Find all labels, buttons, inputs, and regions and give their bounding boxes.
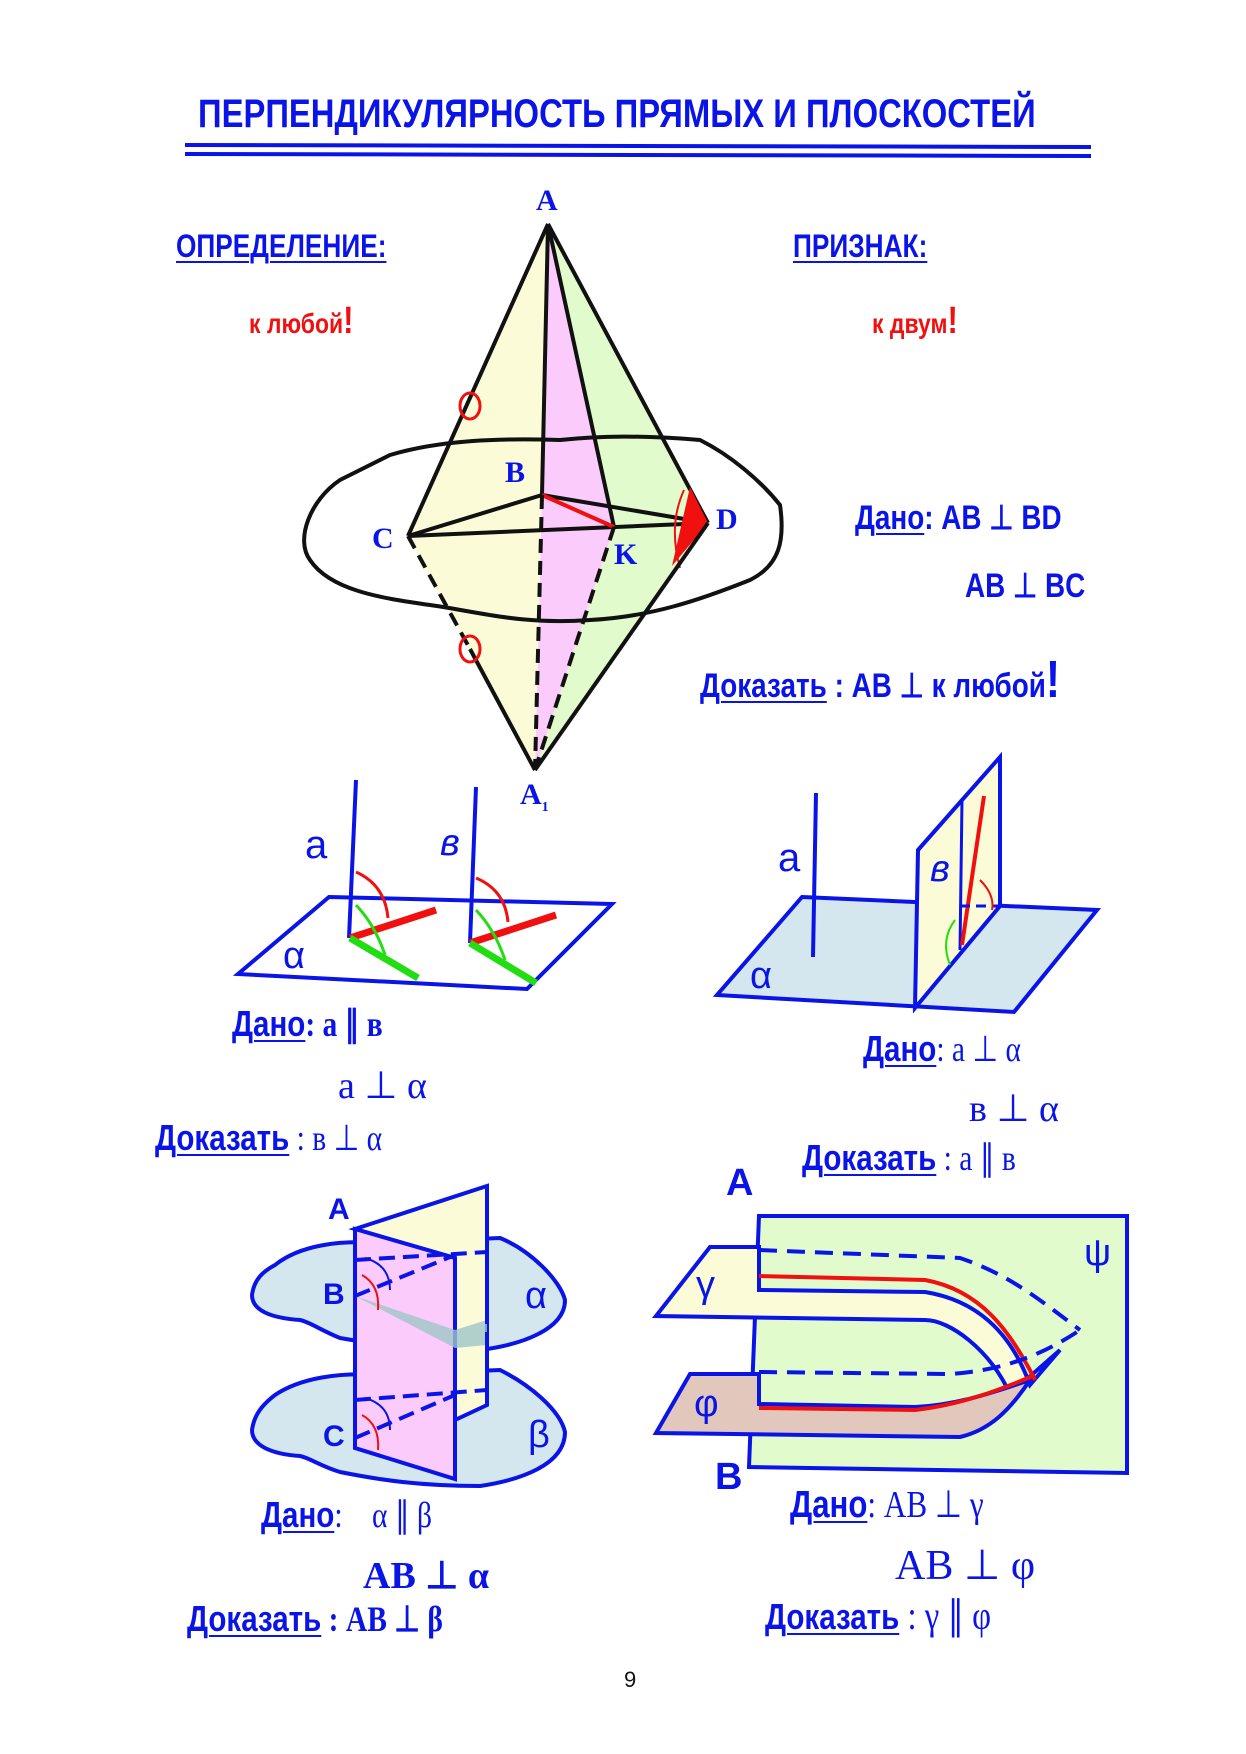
point-label-d: D [716,503,738,536]
plane-label-phi: φ [694,1383,719,1425]
point-label-b: B [715,1456,743,1498]
plane-label-alpha: α [283,935,305,977]
theorem1-prove: Доказать : AB ⊥ к любой! [700,650,1060,710]
point-label-a1: A1 [520,778,549,816]
given-text: : α ∥ β [334,1495,433,1535]
exclamation: ! [1045,651,1061,709]
theorem1-given-1: Дано: AB ⊥ BD [855,498,1062,538]
prove-label: Доказать [155,1117,290,1158]
theorem2-prove: Доказать : в ⊥ α [155,1117,382,1159]
given-text: : AB ⊥ γ [867,1484,984,1526]
criterion-heading: ПРИЗНАК: [793,228,928,264]
plane-label-gamma: γ [696,1264,715,1306]
two-planes-perpendicular-line-figure [651,1214,1129,1476]
page-number: 9 [624,1667,637,1692]
theorem4-given-2: AB ⊥ α [363,1555,490,1597]
given-label: Дано [261,1494,335,1535]
prove-text: : a ∥ в [936,1138,1016,1178]
given-text: : a ∥ в [305,1004,383,1044]
given-label: Дано [790,1484,868,1526]
theorem3-given-1: Дано: a ⊥ α [863,1028,1021,1070]
page-title: ПЕРПЕНДИКУЛЯРНОСТЬ ПРЯМЫХ И ПЛОСКОСТЕЙ [198,92,1036,136]
theorem1-given-2: AB ⊥ BC [965,567,1086,605]
prove-label: Доказать [700,667,827,705]
theorem2-given-2: a ⊥ α [338,1065,427,1107]
point-label-b: B [505,456,526,489]
point-label-c: C [372,522,394,555]
exclamation: ! [343,300,354,342]
theorem5-given-2: AB ⊥ φ [895,1543,1036,1589]
point-label-a: A [726,1162,754,1204]
line-label-a: a [305,823,328,867]
point-label-a: A [328,1193,350,1226]
prove-text: : в ⊥ α [289,1118,383,1158]
prove-text: : γ ∥ φ [899,1593,992,1638]
theorem4-prove: Доказать : AB ⊥ β [187,1598,443,1640]
given-label: Дано [863,1028,937,1069]
point-label-c: C [323,1420,345,1453]
perpendicular-planes-figure [712,751,1102,1015]
criterion-note-text: к двум [872,308,948,339]
given-text: : a ⊥ α [936,1029,1021,1069]
prove-text: : AB ⊥ β [321,1599,443,1639]
angle-mark-icon [458,391,482,421]
given-label: Дано [855,499,925,537]
given-text: : AB ⊥ BD [924,499,1062,537]
plane-label-beta: β [528,1414,550,1456]
theorem3-prove: Доказать : a ∥ в [802,1137,1016,1179]
theorem5-given-1: Дано: AB ⊥ γ [790,1482,984,1527]
theorem2-given-1: Дано: a ∥ в [232,1003,383,1045]
prove-text: : AB ⊥ к любой [826,667,1046,705]
prove-label: Доказать [187,1598,322,1639]
theorem5-prove: Доказать : γ ∥ φ [765,1592,991,1639]
parallel-planes-figure [249,1183,568,1489]
exclamation: ! [947,300,958,342]
point-label-a: A [536,184,558,217]
angle-mark-icon [458,634,482,664]
definition-note: к любой! [249,300,353,343]
line-label-a: a [778,836,801,880]
criterion-note: к двум! [872,300,958,343]
theorem3-given-2: в ⊥ α [969,1088,1059,1130]
prove-label: Доказать [765,1596,900,1637]
label-a1-sub: 1 [541,800,549,815]
plane-label-alpha: α [525,1275,547,1317]
bipyramid-figure [302,223,784,772]
theorem4-given-1: Дано: α ∥ β [261,1494,432,1536]
definition-heading: ОПРЕДЕЛЕНИЕ: [176,228,387,264]
title-underline [184,143,1092,158]
plane-label-psi: ψ [1084,1232,1112,1274]
parallel-lines-figure [232,779,617,992]
label-a1-main: A [520,778,542,811]
plane-label-alpha: α [750,955,772,997]
definition-note-text: к любой [249,308,344,339]
prove-label: Доказать [802,1137,937,1178]
point-label-k: K [614,538,638,571]
point-label-b: B [323,1278,345,1311]
given-label: Дано [232,1003,306,1044]
plane-label-b: в [930,848,950,890]
line-label-b: в [440,822,460,864]
